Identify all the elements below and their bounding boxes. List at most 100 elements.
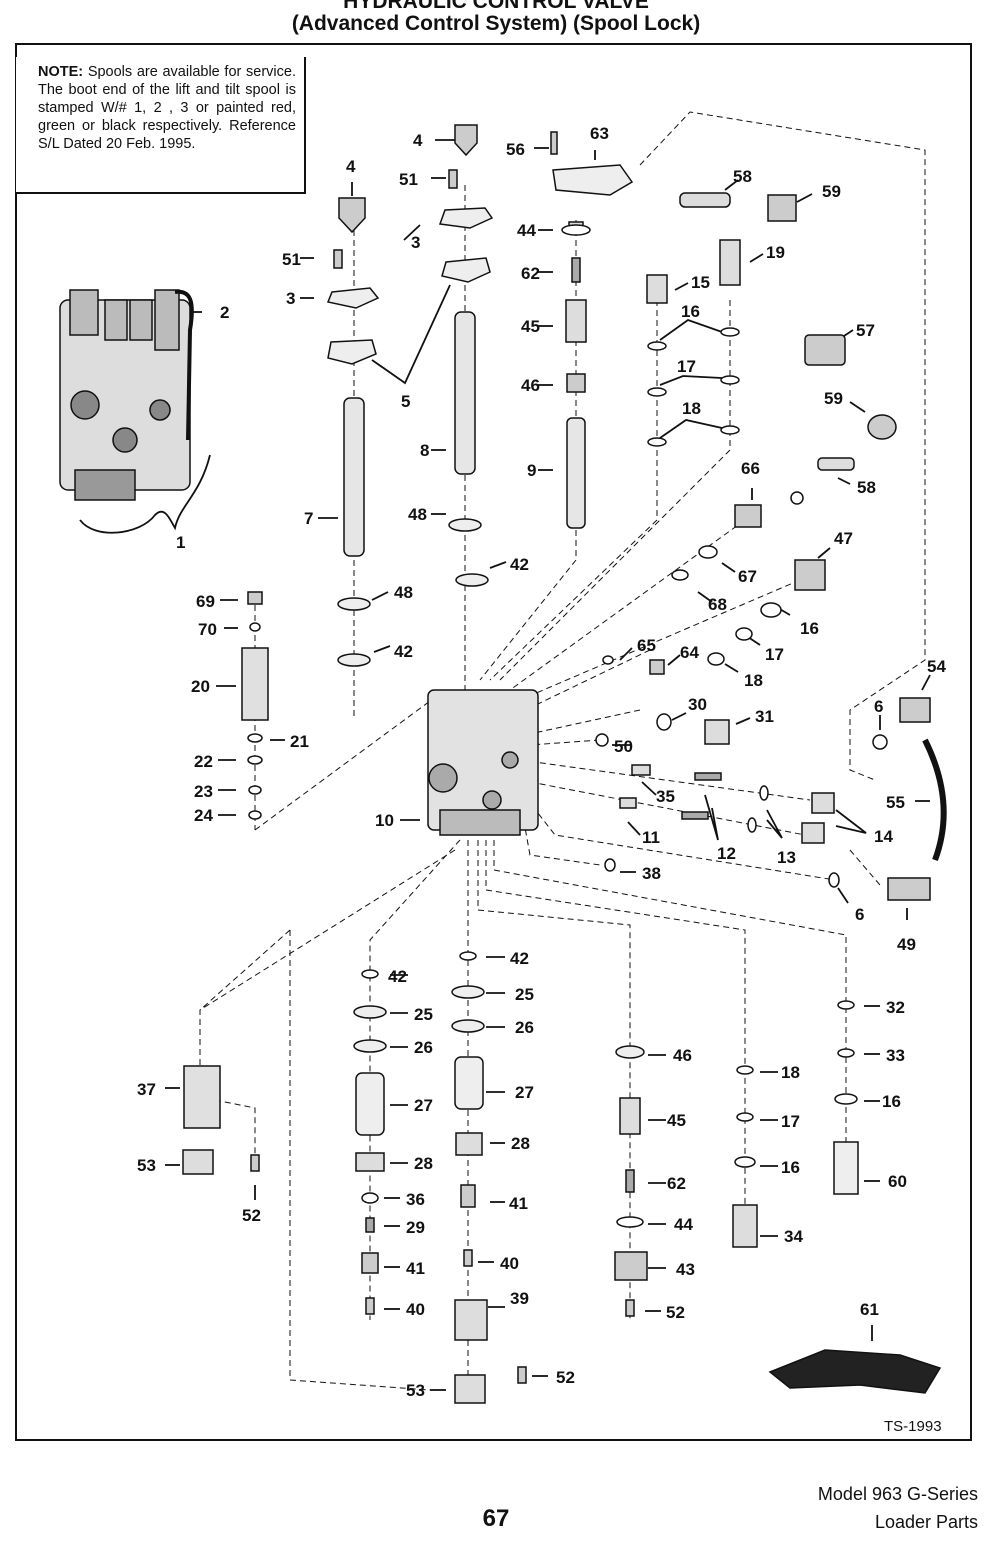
callout-label: 28: [414, 1154, 433, 1173]
callout-label: 31: [755, 707, 774, 726]
callout-label: 3: [286, 289, 295, 308]
spool-icon: [454, 311, 476, 475]
callout-label: 68: [708, 595, 727, 614]
callout-label: 17: [765, 645, 784, 664]
callout-label: 45: [521, 317, 540, 336]
callout-label: 52: [666, 1303, 685, 1322]
flange-icon: [438, 207, 494, 229]
page-number: 67: [482, 1505, 510, 1532]
flange-icon: [326, 287, 380, 309]
callout-label: 54: [927, 657, 946, 676]
callout-label: 56: [506, 140, 525, 159]
callout-label: 61: [860, 1300, 879, 1319]
callout-label: 62: [521, 264, 540, 283]
callout-label: 47: [834, 529, 853, 548]
elbow-fitting-icon: [887, 877, 931, 901]
callout-label: 44: [517, 221, 536, 240]
decal-icon: [768, 1349, 942, 1394]
callout-label: 41: [406, 1259, 425, 1278]
solenoid-stem-icon: [679, 192, 731, 208]
callout-label: 64: [680, 643, 699, 662]
callout-label: 35: [656, 787, 675, 806]
spring-icon: [619, 1097, 641, 1135]
fitting-icon: [732, 1204, 758, 1248]
callout-label: 50: [614, 737, 633, 756]
callout-label: 29: [406, 1218, 425, 1237]
callout-label: 4: [413, 131, 423, 150]
callout-label: 10: [375, 811, 394, 830]
callout-label: 70: [198, 620, 217, 639]
callout-label: 59: [824, 389, 843, 408]
callout-label: 7: [304, 509, 313, 528]
solenoid-stem-icon: [817, 457, 855, 471]
callout-label: 58: [857, 478, 876, 497]
valve-assembly-icon: [59, 289, 194, 501]
callout-label: 49: [897, 935, 916, 954]
callout-label: 23: [194, 782, 213, 801]
housing-icon: [614, 1251, 648, 1281]
callout-label: 14: [874, 827, 893, 846]
spool-icon: [343, 397, 365, 557]
spring-icon: [454, 1056, 484, 1110]
callout-label: 6: [874, 697, 883, 716]
callout-label: 67: [738, 567, 757, 586]
callout-label: 63: [590, 124, 609, 143]
coil-icon: [767, 194, 797, 222]
callout-label: 17: [677, 357, 696, 376]
callout-label: 66: [741, 459, 760, 478]
valve-cartridge-icon: [719, 239, 741, 286]
collar-icon: [566, 373, 586, 393]
sensor-icon: [794, 559, 826, 591]
diagram-frame: [15, 43, 972, 1441]
spring-icon: [571, 257, 581, 283]
spring-icon: [681, 811, 709, 820]
valve-body-icon: [427, 689, 539, 836]
callout-label: 28: [511, 1134, 530, 1153]
hose-icon: [922, 738, 947, 862]
callout-label: 53: [406, 1381, 425, 1400]
callout-label: 18: [682, 399, 701, 418]
callout-label: 30: [688, 695, 707, 714]
callout-label: 26: [414, 1038, 433, 1057]
flange-icon: [327, 339, 377, 365]
callout-label: 9: [527, 461, 536, 480]
callout-label: 52: [556, 1368, 575, 1387]
callout-label: 33: [886, 1046, 905, 1065]
callout-label: 6: [855, 905, 864, 924]
fitting-icon: [734, 504, 762, 528]
callout-label: 52: [242, 1206, 261, 1225]
callout-labels: 1 2 3 3 4 4 5 6 6 7 8 9 10 11 12 13 14 1…: [137, 124, 946, 1400]
callout-label: 69: [196, 592, 215, 611]
callout-label: 16: [882, 1092, 901, 1111]
callout-label: 21: [290, 732, 309, 751]
callout-label: 59: [822, 182, 841, 201]
spool-icon: [566, 417, 586, 529]
callout-label: 46: [673, 1046, 692, 1065]
callout-label: 42: [510, 555, 529, 574]
callout-label: 17: [781, 1112, 800, 1131]
callout-label: 25: [515, 985, 534, 1004]
bushing-icon: [454, 1374, 486, 1404]
callout-label: 8: [420, 441, 429, 460]
coil-icon: [867, 414, 897, 440]
callout-label: 42: [388, 967, 407, 986]
callout-label: 34: [784, 1227, 803, 1246]
bolt-icon: [333, 249, 343, 269]
cap-icon: [454, 124, 478, 157]
spring-icon: [565, 299, 587, 343]
title-clip: HYDRAULIC CONTROL VALVE: [0, 0, 992, 14]
bolt-icon: [550, 131, 558, 155]
callout-label: 51: [282, 250, 301, 269]
callout-label: 22: [194, 752, 213, 771]
callout-label: 5: [401, 392, 410, 411]
callout-label: 57: [856, 321, 875, 340]
callout-label: 40: [500, 1254, 519, 1273]
solenoid-valve-icon: [804, 334, 846, 366]
cap-icon: [338, 197, 366, 234]
housing-icon: [454, 1299, 488, 1341]
callout-label: 44: [674, 1215, 693, 1234]
seal-icon: [448, 518, 482, 532]
callout-label: 42: [510, 949, 529, 968]
note-label: NOTE:: [38, 64, 84, 80]
